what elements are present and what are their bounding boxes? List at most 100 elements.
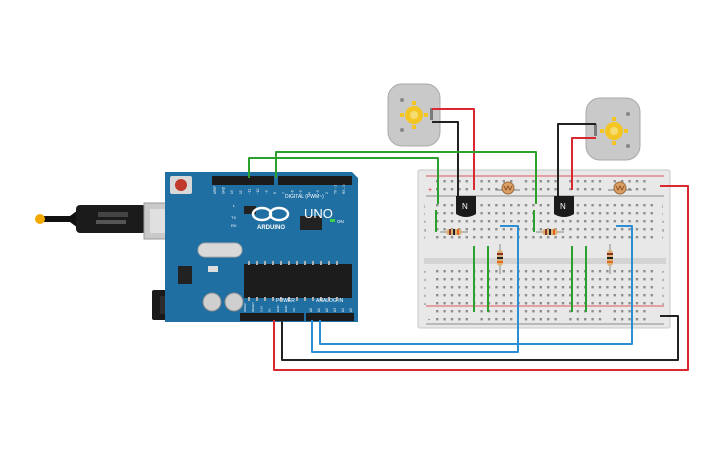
breadboard-hole[interactable] xyxy=(621,302,624,305)
breadboard-hole[interactable] xyxy=(532,278,535,281)
digital-header-left[interactable] xyxy=(212,176,274,185)
breadboard-hole[interactable] xyxy=(613,220,616,223)
breadboard-hole[interactable] xyxy=(591,220,594,223)
breadboard-hole[interactable] xyxy=(450,270,454,273)
breadboard-hole[interactable] xyxy=(458,294,461,297)
breadboard-hole[interactable] xyxy=(569,286,572,289)
breadboard-hole[interactable] xyxy=(436,286,439,289)
resistor-base-1[interactable] xyxy=(440,229,468,235)
breadboard-hole[interactable] xyxy=(532,302,535,305)
breadboard-hole[interactable] xyxy=(613,236,616,239)
breadboard-hole[interactable] xyxy=(650,236,653,239)
breadboard-hole[interactable] xyxy=(569,270,572,273)
breadboard-hole[interactable] xyxy=(465,220,468,223)
breadboard-hole[interactable] xyxy=(465,302,468,305)
breadboard-hole[interactable] xyxy=(606,228,609,231)
breadboard-hole[interactable] xyxy=(473,236,476,239)
breadboard-hole[interactable] xyxy=(547,270,550,273)
breadboard-hole[interactable] xyxy=(591,294,594,297)
breadboard-hole[interactable] xyxy=(613,310,616,313)
breadboard-hole[interactable] xyxy=(584,204,587,207)
breadboard-hole[interactable] xyxy=(591,212,594,215)
breadboard-hole[interactable] xyxy=(643,278,646,281)
breadboard-hole[interactable] xyxy=(635,228,639,231)
breadboard-hole[interactable] xyxy=(495,318,498,321)
breadboard-hole[interactable] xyxy=(576,270,579,273)
breadboard-hole[interactable] xyxy=(465,236,468,239)
breadboard-hole[interactable] xyxy=(465,286,468,289)
breadboard-hole[interactable] xyxy=(510,294,513,297)
breadboard-hole[interactable] xyxy=(524,204,528,207)
breadboard-hole[interactable] xyxy=(443,204,446,207)
breadboard-hole[interactable] xyxy=(510,236,513,239)
breadboard-hole[interactable] xyxy=(510,310,513,313)
breadboard-hole[interactable] xyxy=(576,212,579,215)
resistor-sensor-1[interactable] xyxy=(497,244,503,274)
breadboard-hole[interactable] xyxy=(591,310,594,313)
breadboard-hole[interactable] xyxy=(554,180,557,183)
breadboard-hole[interactable] xyxy=(436,220,439,223)
breadboard-hole[interactable] xyxy=(606,302,609,305)
power-header[interactable] xyxy=(240,313,304,321)
breadboard-hole[interactable] xyxy=(547,278,550,281)
breadboard-hole[interactable] xyxy=(443,188,446,191)
breadboard-hole[interactable] xyxy=(591,278,594,281)
breadboard-hole[interactable] xyxy=(524,236,528,239)
breadboard-hole[interactable] xyxy=(598,310,602,313)
breadboard-hole[interactable] xyxy=(487,228,491,231)
breadboard-hole[interactable] xyxy=(547,188,550,191)
breadboard-hole[interactable] xyxy=(576,302,579,305)
breadboard-hole[interactable] xyxy=(458,236,461,239)
breadboard-hole[interactable] xyxy=(436,318,439,321)
breadboard-hole[interactable] xyxy=(480,286,483,289)
breadboard-hole[interactable] xyxy=(495,220,498,223)
breadboard-hole[interactable] xyxy=(436,236,439,239)
breadboard-hole[interactable] xyxy=(628,278,631,281)
breadboard-hole[interactable] xyxy=(450,204,454,207)
breadboard-hole[interactable] xyxy=(628,236,631,239)
breadboard-hole[interactable] xyxy=(606,204,609,207)
breadboard-hole[interactable] xyxy=(465,228,468,231)
breadboard-hole[interactable] xyxy=(547,212,550,215)
breadboard-hole[interactable] xyxy=(554,236,557,239)
breadboard-hole[interactable] xyxy=(650,228,653,231)
breadboard-hole[interactable] xyxy=(650,286,653,289)
resistor-sensor-2[interactable] xyxy=(607,244,613,274)
breadboard-hole[interactable] xyxy=(584,318,587,321)
breadboard-hole[interactable] xyxy=(539,270,542,273)
breadboard-hole[interactable] xyxy=(495,294,498,297)
breadboard-hole[interactable] xyxy=(613,294,616,297)
breadboard-hole[interactable] xyxy=(635,220,639,223)
breadboard-hole[interactable] xyxy=(569,228,572,231)
breadboard-hole[interactable] xyxy=(598,220,602,223)
breadboard-hole[interactable] xyxy=(643,302,646,305)
breadboard-hole[interactable] xyxy=(480,278,483,281)
green-wire-pin-10[interactable] xyxy=(275,151,537,204)
breadboard-hole[interactable] xyxy=(613,212,616,215)
breadboard-hole[interactable] xyxy=(458,278,461,281)
breadboard-hole[interactable] xyxy=(450,188,454,191)
breadboard-hole[interactable] xyxy=(524,286,528,289)
breadboard-hole[interactable] xyxy=(524,270,528,273)
breadboard-hole[interactable] xyxy=(621,204,624,207)
breadboard-hole[interactable] xyxy=(517,204,520,207)
breadboard-hole[interactable] xyxy=(635,204,639,207)
breadboard-hole[interactable] xyxy=(621,278,624,281)
breadboard-hole[interactable] xyxy=(443,310,446,313)
breadboard-hole[interactable] xyxy=(628,188,631,191)
breadboard-hole[interactable] xyxy=(598,228,602,231)
breadboard-hole[interactable] xyxy=(436,294,439,297)
breadboard-hole[interactable] xyxy=(436,204,439,207)
breadboard-hole[interactable] xyxy=(547,302,550,305)
breadboard-hole[interactable] xyxy=(547,318,550,321)
motor1-red-wire[interactable] xyxy=(432,108,475,190)
breadboard-hole[interactable] xyxy=(561,270,565,273)
breadboard-hole[interactable] xyxy=(591,318,594,321)
breadboard-hole[interactable] xyxy=(495,228,498,231)
breadboard-hole[interactable] xyxy=(643,220,646,223)
breadboard-hole[interactable] xyxy=(458,286,461,289)
breadboard-hole[interactable] xyxy=(643,310,646,313)
breadboard-hole[interactable] xyxy=(547,180,550,183)
breadboard-hole[interactable] xyxy=(502,318,505,321)
